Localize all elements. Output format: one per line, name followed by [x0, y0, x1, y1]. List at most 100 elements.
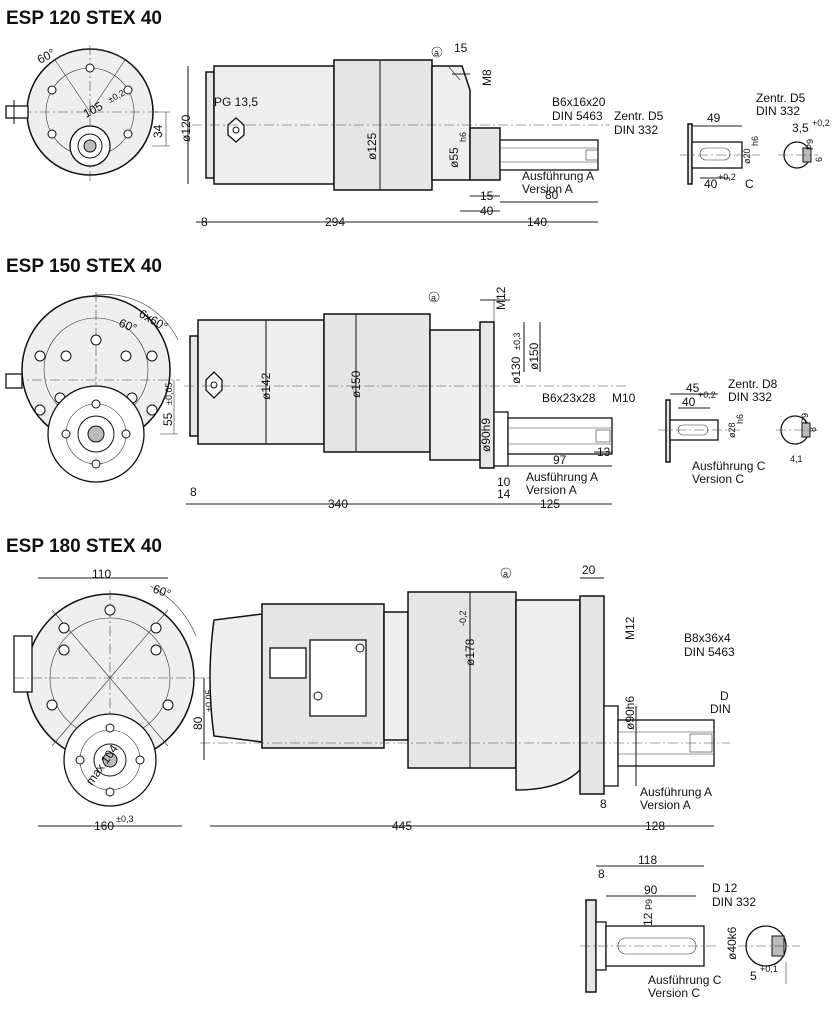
- esp120-spline: B6x16x20: [552, 95, 606, 109]
- esp150-dia-bc: ø130: [509, 356, 523, 384]
- esp120-len-shaft: 140: [527, 215, 547, 229]
- esp120-c-dia-fit: h6: [750, 136, 760, 146]
- esp150-len-14: 14: [497, 487, 511, 501]
- esp150-c-key-tol: +0,2: [698, 390, 716, 400]
- esp150-offset-tol: ±0,05: [164, 383, 174, 405]
- esp180-len-shaft: 128: [645, 819, 665, 833]
- esp120-len-15: 15: [480, 189, 494, 203]
- esp120-c-key: 40: [704, 177, 718, 191]
- esp120-side-view: [192, 59, 610, 191]
- esp120-front-view: [5, 45, 170, 182]
- esp180-c-key-fit: P9: [644, 899, 654, 910]
- esp120-c-key-depth-tol: +0,2: [812, 118, 830, 128]
- esp120-c-key-tol: +0,2: [718, 172, 736, 182]
- title-esp120: ESP 120 STEX 40: [6, 8, 162, 29]
- esp150-spline: B6x23x28: [542, 391, 596, 405]
- esp180-c-centre: D 12: [712, 881, 738, 895]
- esp150-len-left: 8: [190, 485, 197, 499]
- esp150-c-key-width: 8: [808, 427, 818, 432]
- esp150-thread: M12: [494, 286, 508, 310]
- esp150-len-13: 13: [597, 445, 611, 459]
- esp180-front-view: [13, 577, 210, 827]
- esp150-c-dia-fit: h6: [735, 414, 745, 424]
- esp120-centre-din: DIN 332: [614, 123, 658, 137]
- esp120-c-key-width: 6: [814, 157, 824, 162]
- esp120-spline-din: DIN 5463: [552, 109, 603, 123]
- esp120-len-80: 80: [545, 188, 559, 202]
- esp150-len-body: 340: [328, 497, 348, 511]
- esp180-c-key-depth-tol: +0,1: [760, 964, 778, 974]
- esp150-front-view: [5, 292, 180, 483]
- esp150-offset: 55: [161, 412, 175, 426]
- esp150-len-10: 10: [497, 475, 511, 489]
- esp120-c-key-depth: 3,5: [792, 121, 809, 135]
- esp180-width-110: 110: [92, 567, 111, 581]
- esp120-version-c: [680, 123, 818, 185]
- esp180-offset: 80: [191, 716, 205, 730]
- esp180-dia-body-tol: -0,2: [458, 610, 468, 626]
- esp120-dia-body: ø120: [179, 114, 193, 142]
- esp180-c-key-depth: 5: [750, 969, 757, 983]
- esp120-c-key-fit: P9: [805, 139, 815, 150]
- esp120-thread: M8: [480, 69, 494, 86]
- esp120-pg: PG 13,5: [214, 95, 258, 109]
- esp150-dia-housing: ø150: [349, 370, 363, 398]
- esp180-c-total: 118: [638, 853, 657, 867]
- esp150-c-key: 40: [682, 395, 696, 409]
- esp180-d-letter: D: [720, 689, 729, 703]
- esp150-c-total: 45: [686, 381, 700, 395]
- esp180-dia-pilot: ø90h6: [623, 696, 637, 730]
- esp120-c-total: 49: [707, 111, 721, 125]
- esp150-len-97: 97: [553, 453, 567, 467]
- esp120-version-a: Ausführung A: [522, 169, 594, 183]
- esp180-version-c: [580, 865, 800, 993]
- esp120-len-body: 294: [325, 215, 345, 229]
- esp120-c-centre-din: DIN 332: [756, 104, 800, 118]
- esp150-side-view: [184, 299, 628, 469]
- esp180-len-8: 8: [600, 797, 607, 811]
- esp150-thread-end: M10: [612, 391, 636, 405]
- esp180-thread: M12: [623, 616, 637, 640]
- esp120-c-letter: C: [745, 177, 754, 191]
- esp120-dia-housing: ø125: [365, 132, 379, 160]
- esp180-c-dia: ø40k6: [725, 926, 739, 960]
- esp120-len-left: 8: [201, 215, 208, 229]
- esp180-side-view: [200, 577, 730, 795]
- esp150-dia-body: ø142: [259, 372, 273, 400]
- esp150-version-a-en: Version A: [526, 483, 577, 497]
- esp150-c-dia: ø28: [727, 422, 737, 438]
- esp120-c-dia: ø20: [742, 148, 752, 164]
- esp180-c-key: 90: [644, 883, 658, 897]
- esp180-offset-tol: ±0,05: [204, 690, 214, 712]
- esp120-len-40: 40: [480, 204, 494, 218]
- title-esp180: ESP 180 STEX 40: [6, 536, 162, 557]
- esp120-c-centre: Zentr. D5: [756, 91, 806, 105]
- esp150-version-a: Ausführung A: [526, 470, 598, 484]
- esp150-angle-inner: 60°: [117, 316, 139, 336]
- esp120-pilot-fit: h6: [458, 132, 468, 142]
- esp180-flange-w: 20: [582, 563, 596, 577]
- esp180-d-din: DIN: [710, 702, 731, 716]
- esp180-c-centre-din: DIN 332: [712, 895, 756, 909]
- esp120-marker: a: [434, 48, 439, 58]
- esp180-width-160-tol: ±0,3: [116, 814, 133, 824]
- esp180-version-a: Ausführung A: [640, 785, 712, 799]
- esp150-c-centre: Zentr. D8: [728, 377, 778, 391]
- esp150-dia-pilot: ø90h9: [479, 418, 493, 452]
- esp180-version-c-en: Version C: [648, 986, 700, 1000]
- esp180-spline: B8x36x4: [684, 631, 731, 645]
- esp150-marker: a: [431, 293, 436, 303]
- esp180-dia-body: ø178: [463, 638, 477, 666]
- esp120-version-a-en: Version A: [522, 182, 573, 196]
- esp120-flange-w: 15: [454, 41, 468, 55]
- esp180-marker: a: [503, 569, 508, 579]
- esp150-c-centre-din: DIN 332: [728, 390, 772, 404]
- esp150-version-c: Ausführung C: [692, 459, 766, 473]
- esp180-angle: 60°: [151, 582, 173, 601]
- esp180-c-left: 8: [598, 867, 605, 881]
- esp180-len-body: 445: [392, 819, 412, 833]
- esp150-c-key-depth: 4,1: [790, 454, 803, 464]
- esp150-c-key-fit: P9: [800, 413, 810, 424]
- title-esp150: ESP 150 STEX 40: [6, 256, 162, 277]
